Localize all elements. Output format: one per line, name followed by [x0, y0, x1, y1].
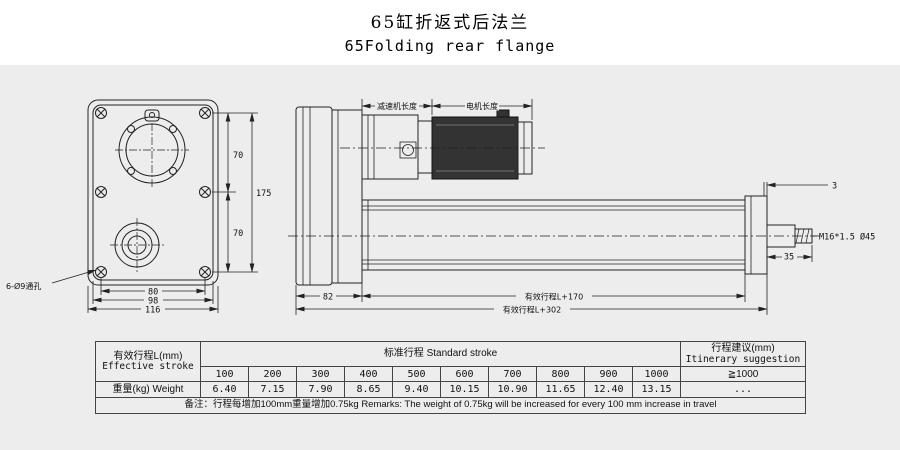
reducer-length-label: 减速机长度 — [377, 101, 417, 111]
stroke-value-cell: 900 — [584, 366, 633, 383]
hole-callout-leader — [51, 269, 97, 284]
drawing-area: 70 70 175 80 98 116 6-Ø9通孔 — [0, 65, 900, 450]
effective-stroke-cn: 有效行程L(mm) — [113, 350, 183, 362]
stroke-dim2-label: 有效行程L+302 — [503, 305, 561, 315]
weight-value-cell: 12.40 — [584, 381, 633, 399]
weight-value-cell: 8.65 — [344, 381, 393, 399]
hole-callout-label: 6-Ø9通孔 — [6, 281, 41, 291]
stroke-value-cell: 300 — [296, 366, 345, 383]
stroke-value-cell: 1000 — [632, 366, 681, 383]
stroke-dim1-bg — [516, 291, 592, 302]
dim-116-bg — [141, 304, 165, 314]
dim-35: 35 — [784, 253, 794, 263]
dim-3: 3 — [832, 182, 837, 192]
itinerary-header: 行程建议(mm) Itinerary suggestion — [680, 340, 806, 368]
stroke-value-cell: 400 — [344, 366, 393, 383]
effective-stroke-en: Effective stroke — [102, 361, 194, 372]
dim-98: 98 — [148, 297, 158, 307]
reducer-body — [361, 114, 419, 180]
weight-value-cell: 6.40 — [200, 381, 249, 399]
stroke-dim1-label: 有效行程L+170 — [525, 292, 583, 302]
standard-stroke-header: 标准行程 Standard stroke — [200, 340, 681, 368]
stroke-dim2-bg — [494, 304, 570, 315]
gearbox-opening — [115, 109, 189, 189]
title-block: 65缸折返式后法兰 65Folding rear flange — [0, 8, 900, 55]
cylinder-tube — [361, 199, 746, 271]
dim-70-bottom: 70 — [233, 229, 243, 239]
rod-thread-label: M16*1.5 Ø45 — [819, 232, 875, 243]
weight-value-cell: 10.15 — [440, 381, 489, 399]
mounting-holes — [95, 107, 211, 278]
front-head — [744, 195, 768, 275]
front-view-vertical-dims — [212, 112, 258, 273]
weight-value-cell: 11.65 — [536, 381, 585, 399]
weight-value-cell: 13.15 — [632, 381, 681, 399]
weight-itinerary-cell: ... — [680, 381, 806, 399]
reducer-length-bg — [375, 101, 419, 111]
stroke-value-cell: 800 — [536, 366, 585, 383]
stroke-value-cell: 600 — [440, 366, 489, 383]
stroke-value-cell: 500 — [392, 366, 441, 383]
dim-175: 175 — [256, 189, 271, 199]
itinerary-header-cn: 行程建议(mm) — [711, 343, 775, 354]
motor-length-label: 电机长度 — [466, 101, 498, 111]
weight-value-cell: 10.90 — [488, 381, 537, 399]
bearing-boss — [110, 218, 164, 272]
page-title-chinese: 65缸折返式后法兰 — [370, 13, 530, 33]
stroke-value-cell: 700 — [488, 366, 537, 383]
stroke-value-cell: 200 — [248, 366, 297, 383]
rear-flange-side — [295, 106, 333, 286]
page-title-english: 65Folding rear flange — [344, 37, 556, 55]
motor-length-bg — [465, 101, 499, 111]
weight-value-cell: 9.40 — [392, 381, 441, 399]
weight-value-cell: 7.90 — [296, 381, 345, 399]
weight-row: 重量(kg) Weight 6.40 7.15 7.90 8.65 9.40 1… — [95, 381, 806, 399]
itinerary-header-en: Itinerary suggestion — [685, 353, 801, 365]
stroke-value-cell: 100 — [200, 366, 249, 383]
itinerary-value-cell: ≧1000 — [680, 366, 806, 383]
weight-label: 重量(kg) Weight — [95, 381, 201, 399]
dim-70-top: 70 — [233, 151, 243, 161]
dim-80: 80 — [148, 288, 158, 298]
dim-98-bg — [144, 295, 163, 305]
dim-82-bg — [320, 291, 336, 301]
dim-116: 116 — [145, 306, 160, 316]
side-view-actuator — [288, 106, 822, 286]
effective-stroke-header: 有效行程L(mm) Effective stroke — [95, 340, 201, 383]
technical-drawing: 70 70 175 80 98 116 6-Ø9通孔 — [6, 99, 875, 316]
dim-80-bg — [145, 286, 162, 296]
belt-housing — [331, 109, 363, 284]
spec-table: 有效行程L(mm) Effective stroke 标准行程 Standard… — [95, 340, 806, 415]
dim-35-bg — [782, 251, 797, 261]
motor-coupler — [417, 120, 433, 174]
stroke-row: 100 200 300 400 500 600 700 800 900 1000… — [96, 366, 806, 383]
dim-82: 82 — [323, 293, 333, 303]
gap-dim — [763, 182, 828, 196]
remarks: 备注：行程每增加100mm重量增加0.75kg Remarks: The wei… — [95, 397, 806, 415]
weight-value-cell: 7.15 — [248, 381, 297, 399]
front-view-flange — [87, 99, 219, 286]
